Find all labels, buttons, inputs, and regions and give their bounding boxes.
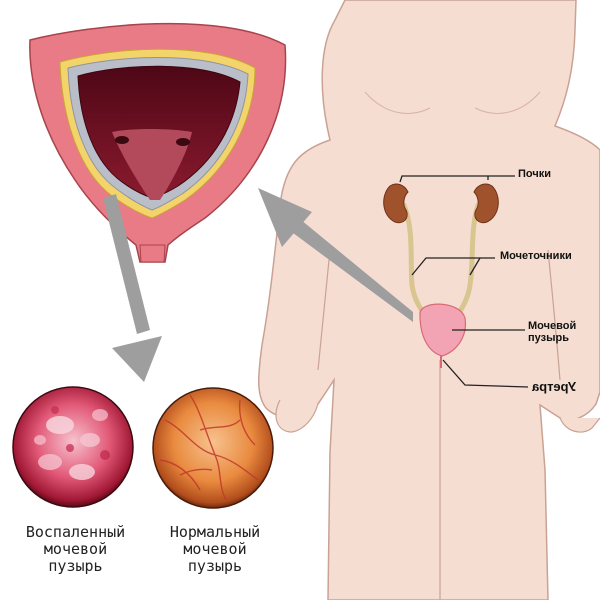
label-urethra: Уретра [532,381,576,393]
caption-normal-line2: мочевой [150,541,280,558]
neck [140,245,165,262]
left-ureter-opening [115,136,129,144]
label-kidneys: Почки [518,168,551,180]
caption-inflamed-line3: пузырь [8,558,143,575]
caption-inflamed-line2: мочевой [8,541,143,558]
caption-normal-line1: Нормальный [150,524,280,541]
label-bladder-line1: Мочевой [528,320,576,332]
right-hand [560,418,600,432]
label-ureters: Мочеточники [500,250,572,262]
bladder-cross-section [30,24,286,262]
caption-normal-line3: пузырь [150,558,280,575]
body-silhouette [259,0,600,600]
right-ureter-opening [176,138,190,146]
caption-inflamed: Воспаленный мочевой пузырь [8,524,143,575]
caption-normal: Нормальный мочевой пузырь [150,524,280,575]
normal-bladder-image [153,388,273,508]
inflamed-bladder-image [13,387,133,507]
left-hand [276,400,318,432]
torso-outline [259,0,600,600]
caption-inflamed-line1: Воспаленный [8,524,143,541]
label-bladder: Мочевой пузырь [528,320,576,344]
label-bladder-line2: пузырь [528,332,576,344]
